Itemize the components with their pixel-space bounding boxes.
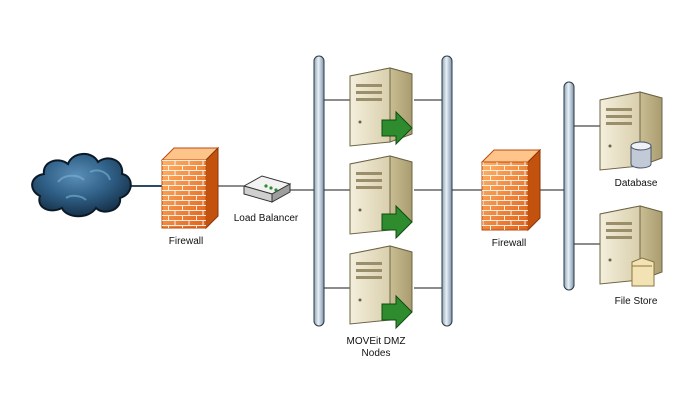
firewall-right-label: Firewall	[491, 238, 527, 249]
firewall-icon	[160, 146, 220, 230]
server-icon	[349, 67, 413, 330]
load-balancer-icon	[242, 175, 292, 203]
arrow-icon	[381, 110, 413, 146]
bus-dmz-front	[313, 55, 325, 327]
dmz-nodes-label-line1: MOVEit DMZ	[346, 336, 406, 347]
arrow-icon	[381, 294, 413, 330]
database-label: Database	[614, 178, 658, 189]
bus-internal	[563, 81, 575, 291]
file-store-icon	[599, 205, 663, 287]
dmz-nodes-label-line2: Nodes	[361, 348, 391, 359]
cloud-icon	[31, 153, 132, 218]
bus-dmz-back	[441, 55, 453, 327]
dmz-node-2	[349, 155, 413, 240]
file-store-label: File Store	[614, 296, 658, 307]
database-icon	[599, 91, 663, 171]
network-bus-icon	[313, 55, 575, 327]
connector-lines	[128, 99, 600, 289]
dmz-node-1	[349, 67, 413, 147]
arrow-icon	[381, 204, 413, 240]
load-balancer-label: Load Balancer	[233, 213, 299, 224]
firewall-left-label: Firewall	[168, 236, 204, 247]
dmz-node-3	[349, 245, 413, 330]
firewall-icon	[480, 148, 542, 232]
